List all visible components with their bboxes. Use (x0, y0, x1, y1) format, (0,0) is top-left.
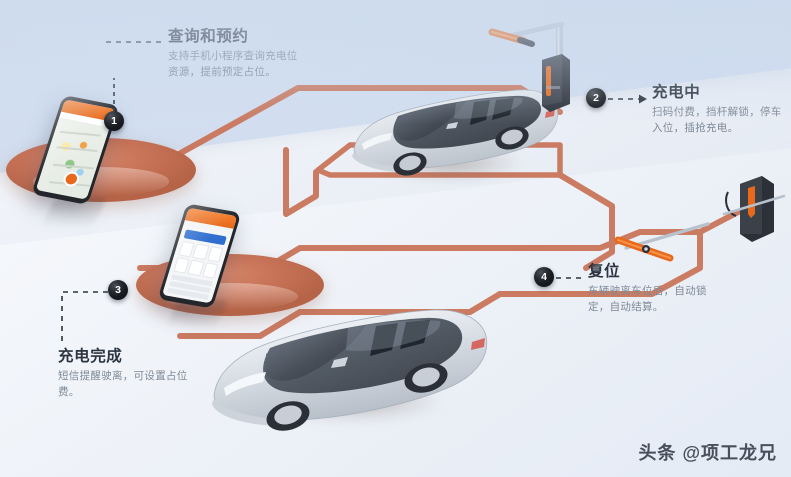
grid-cell (187, 259, 205, 277)
callout-step-2: 充电中 扫码付费，挡杆解锁，停车入位，插抢充电。 (652, 84, 784, 136)
callout-desc-4: 车辆驶离车位后，自动锁定，自动结算。 (588, 285, 707, 313)
callout-desc-2: 扫码付费，挡杆解锁，停车入位，插抢充电。 (652, 106, 782, 134)
grid-cell (206, 245, 224, 263)
connector-dash-3 (61, 291, 108, 344)
icon-grid (173, 240, 224, 279)
step-badge-2: 2 (586, 88, 606, 108)
callout-desc-1: 支持手机小程序查询充电位资源，提前预定占位。 (168, 50, 298, 78)
grid-cell (201, 262, 219, 279)
watermark: 头条 @项工龙兄 (638, 443, 777, 463)
car-bottom-silver-suv (212, 309, 488, 431)
charging-pillar-right (722, 176, 786, 242)
callout-step-3: 充电完成 短信提醒驶离，可设置占位费。 (58, 348, 190, 400)
callout-title-2: 充电中 (652, 84, 701, 101)
step-badge-4: 4 (534, 267, 554, 287)
callout-title-4: 复位 (588, 263, 621, 280)
connector-dash-2 (608, 94, 647, 104)
callout-title-1: 查询和预约 (168, 28, 249, 45)
connector-dash-4 (556, 277, 584, 279)
callout-step-4: 复位 车辆驶离车位后，自动锁定，自动结算。 (588, 263, 720, 315)
parking-lock-barrier-raised (488, 21, 570, 112)
callout-step-1: 查询和预约 支持手机小程序查询充电位资源，提前预定占位。 (168, 28, 300, 80)
callout-desc-3: 短信提醒驶离，可设置占位费。 (58, 370, 188, 398)
parking-lock-barrier-lowered (614, 222, 710, 262)
connector-dash-1 (106, 41, 164, 112)
grid-cell (192, 243, 210, 260)
callout-title-3: 充电完成 (58, 348, 123, 365)
app-header-bar (184, 207, 238, 229)
